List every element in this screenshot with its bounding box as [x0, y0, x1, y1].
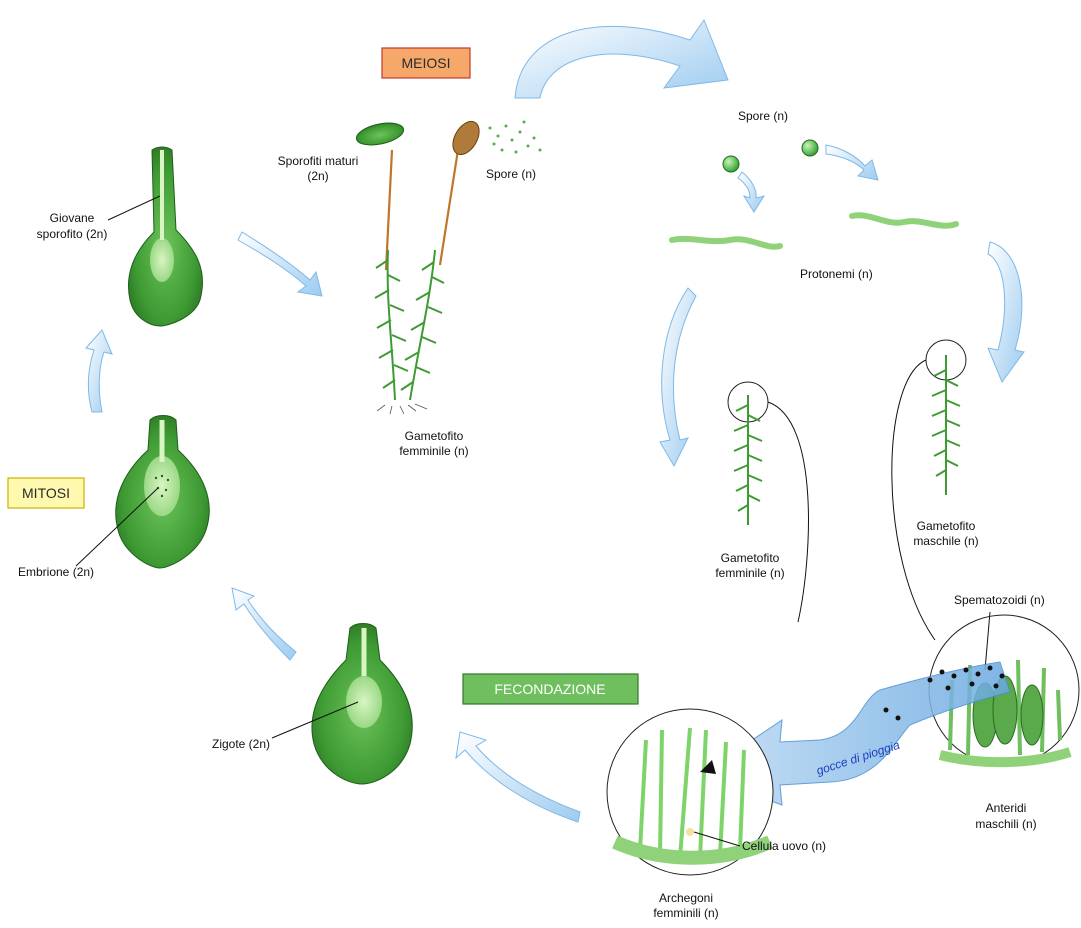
spore-dust	[489, 121, 542, 154]
cycle-arrow-icon	[738, 172, 764, 212]
label-archegoni-femminili-line1: Archegoni	[659, 891, 713, 905]
cycle-arrow-icon	[826, 145, 878, 180]
label-cellula-uovo: Cellula uovo (n)	[742, 839, 826, 853]
female-gametophyte-right	[728, 382, 808, 622]
cycle-arrow-icon	[660, 288, 696, 466]
protonemata	[672, 215, 956, 246]
label-protonemi: Protonemi (n)	[800, 267, 873, 281]
cycle-arrow-icon	[86, 330, 112, 412]
stage-box-mitosi: MITOSI	[8, 478, 84, 508]
label-spermatozoidi: Spematozoidi (n)	[954, 593, 1045, 607]
moss-plant-icon	[734, 395, 762, 525]
label-zigote: Zigote (2n)	[212, 737, 270, 751]
label-embrione: Embrione (2n)	[18, 565, 94, 579]
cycle-arrow-icon	[456, 732, 580, 822]
sporophyte-capsule-icon	[354, 119, 405, 149]
cycle-arrow-icon	[515, 20, 728, 98]
spore-icon	[723, 156, 739, 172]
label-gametofito-femminile-right-line1: Gametofito	[721, 551, 780, 565]
label-archegoni-femminili-line2: femminili (n)	[653, 906, 718, 920]
mature-sporophytes	[354, 117, 541, 414]
cycle-arrow-icon	[988, 242, 1024, 382]
label-sporofiti-maturi-line2: (2n)	[307, 169, 328, 183]
protonema-left	[672, 239, 780, 247]
sporophyte-capsule-icon	[447, 117, 484, 159]
label-spore-top: Spore (n)	[486, 167, 536, 181]
label-gametofito-maschile-line1: Gametofito	[917, 519, 976, 533]
label-gametofito-femminile-right-line2: femminile (n)	[715, 566, 784, 580]
label-gametofito-femminile-left-line1: Gametofito	[405, 429, 464, 443]
label-spore-right: Spore (n)	[738, 109, 788, 123]
moss-plant-icon	[932, 355, 960, 495]
stage-box-meiosi: MEIOSI	[382, 48, 470, 78]
label-gametofito-maschile-line2: maschile (n)	[913, 534, 978, 548]
cycle-arrow-icon	[232, 588, 296, 660]
label-sporofiti-maturi-line1: Sporofiti maturi	[278, 154, 359, 168]
label-giovane-sporofito-line2: sporofito (2n)	[37, 227, 108, 241]
fecondazione-label: FECONDAZIONE	[494, 681, 605, 697]
protonema-right	[852, 215, 956, 225]
stage-box-fecondazione: FECONDAZIONE	[463, 674, 638, 704]
label-giovane-sporofito-line1: Giovane	[50, 211, 95, 225]
mitosi-label: MITOSI	[22, 485, 70, 501]
cycle-arrow-icon	[238, 232, 322, 296]
rhizoids	[377, 404, 427, 414]
label-gametofito-femminile-left-line2: femminile (n)	[399, 444, 468, 458]
moss-plant-icon	[375, 250, 444, 400]
embryo-stage	[76, 416, 209, 569]
young-sporophyte	[108, 147, 203, 326]
spore-icon	[802, 140, 818, 156]
label-anteridi-maschili-line1: Anteridi	[986, 801, 1027, 815]
label-anteridi-maschili-line2: maschili (n)	[975, 817, 1036, 831]
spores-right	[723, 140, 818, 172]
meiosi-label: MEIOSI	[401, 55, 450, 71]
zygote-stage	[272, 624, 412, 785]
